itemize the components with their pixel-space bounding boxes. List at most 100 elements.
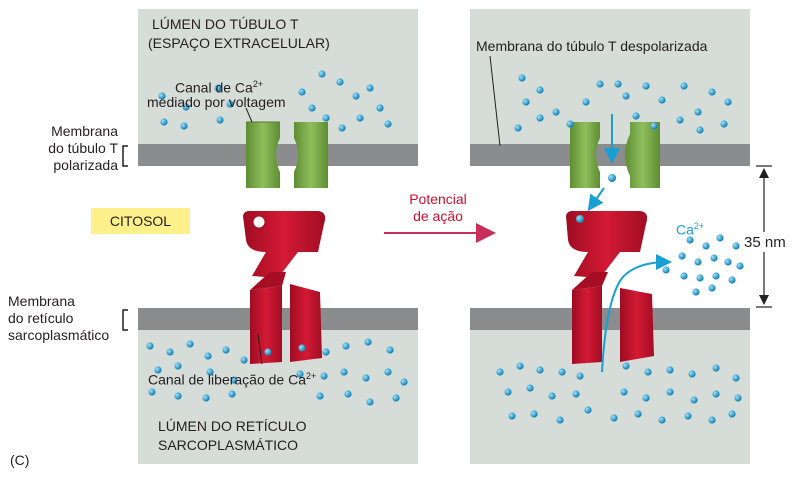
ca-ion bbox=[556, 416, 564, 424]
ca-release-arrow bbox=[601, 254, 672, 373]
ca-ion bbox=[504, 388, 512, 396]
ca-ion-label: Ca2+ bbox=[676, 218, 704, 239]
ca-ion bbox=[666, 366, 674, 374]
ca-ion bbox=[400, 378, 408, 386]
ttubule-membrane-line-1: Membrana bbox=[51, 123, 118, 139]
ca-ion bbox=[318, 70, 326, 78]
ca-ion bbox=[724, 98, 732, 106]
ca-ion bbox=[536, 114, 544, 122]
ca-ion bbox=[508, 412, 516, 420]
ca-ion bbox=[680, 82, 688, 90]
ca-ion bbox=[686, 236, 694, 244]
ca-ion bbox=[340, 368, 348, 376]
ca-ion bbox=[596, 80, 604, 88]
release-channel-label-main: Canal de liberação de Ca bbox=[148, 371, 306, 388]
ca-ion bbox=[338, 124, 346, 132]
ca-ion bbox=[658, 416, 666, 424]
ca-ion bbox=[716, 234, 724, 242]
ca-ion bbox=[572, 390, 580, 398]
left-voltage-channel bbox=[246, 121, 328, 188]
ca-ion bbox=[166, 348, 174, 356]
sr-membrane-label: Membrana do retículo sarcoplasmático bbox=[8, 293, 118, 344]
depolarized-membrane-pointer bbox=[489, 55, 501, 147]
ca-ion bbox=[530, 410, 538, 418]
ca-ion bbox=[650, 122, 658, 130]
ca-ion bbox=[736, 262, 744, 270]
ca-ion bbox=[552, 108, 560, 116]
ca-ion bbox=[204, 352, 212, 360]
ion-field bbox=[146, 70, 744, 424]
ca-ion bbox=[708, 416, 716, 424]
right-ttubule-lumen bbox=[470, 9, 750, 144]
ca-ion bbox=[720, 120, 728, 128]
ca-ion bbox=[548, 392, 556, 400]
ca-ion bbox=[182, 103, 190, 111]
right-voltage-channel bbox=[570, 122, 660, 188]
ca-ion bbox=[680, 272, 688, 280]
ttubule-membrane-label: Membrana do túbulo T polarizada bbox=[6, 123, 118, 174]
right-release-channel bbox=[566, 210, 654, 364]
sr-membrane-line-3: sarcoplasmático bbox=[8, 327, 110, 343]
ca-ion bbox=[536, 86, 544, 94]
ca-ion bbox=[632, 112, 640, 120]
ca-ion bbox=[160, 118, 168, 126]
ca-ion bbox=[228, 390, 236, 398]
ca-ion bbox=[386, 346, 394, 354]
ca-ion bbox=[222, 346, 230, 354]
ca-ion bbox=[658, 96, 666, 104]
ca-ion bbox=[676, 116, 684, 124]
ca-ion bbox=[710, 254, 718, 262]
ca-ion bbox=[712, 390, 720, 398]
ca-ion bbox=[366, 84, 374, 92]
ca-ion bbox=[622, 92, 630, 100]
ca-ion bbox=[240, 356, 248, 364]
ca-ion bbox=[566, 120, 574, 128]
ca-ion bbox=[644, 368, 652, 376]
ca-ion bbox=[558, 368, 566, 376]
ca-ion bbox=[516, 362, 524, 370]
ttubule-membrane-line-3: polarizada bbox=[53, 157, 118, 173]
ca-ion bbox=[728, 276, 736, 284]
ca-ion bbox=[174, 392, 182, 400]
sr-membrane-line-1: Membrana bbox=[8, 293, 75, 309]
ca-ion bbox=[696, 126, 704, 134]
ca-ion bbox=[610, 414, 618, 422]
sr-lumen-title-2: SARCOPLASMÁTICO bbox=[158, 437, 299, 453]
ca-ion bbox=[614, 80, 622, 88]
ca-ion bbox=[702, 242, 710, 250]
ca-ion bbox=[322, 348, 330, 356]
ca-ion bbox=[690, 396, 698, 404]
ca-ion bbox=[712, 272, 720, 280]
ca-ion bbox=[226, 100, 234, 108]
ca-ion bbox=[732, 374, 740, 382]
ca-ion bbox=[342, 342, 350, 350]
ca-ion bbox=[662, 266, 670, 274]
ca-ion bbox=[216, 116, 224, 124]
ca-ion bbox=[320, 372, 328, 380]
ca-ion bbox=[634, 410, 642, 418]
ca-ion bbox=[518, 74, 526, 82]
ca-ion bbox=[576, 372, 584, 380]
ca-ion bbox=[148, 388, 156, 396]
ca-ion bbox=[666, 388, 674, 396]
ca-ion bbox=[158, 92, 166, 100]
ttubule-membrane-bracket bbox=[122, 145, 128, 167]
ca-ion bbox=[384, 368, 392, 376]
ca-ion bbox=[206, 368, 214, 376]
sr-lumen-title-1: LÚMEN DO RETÍCULO bbox=[158, 418, 307, 434]
ca-ion bbox=[214, 84, 222, 92]
ttubule-lumen-title-2: (ESPAÇO EXTRACELULAR) bbox=[148, 35, 330, 51]
ca-ion bbox=[522, 98, 530, 106]
ca-ion bbox=[728, 410, 736, 418]
ca-ion bbox=[364, 338, 372, 346]
depolarized-membrane-label: Membrana do túbulo T despolarizada bbox=[476, 38, 708, 54]
ca-ion-label-sup: 2+ bbox=[693, 221, 705, 231]
voltage-channel-label: Canal de Ca2+ bbox=[175, 76, 263, 97]
ca-ion bbox=[642, 394, 650, 402]
left-release-channel bbox=[243, 210, 326, 364]
ca-ion bbox=[724, 258, 732, 266]
distance-label: 35 nm bbox=[744, 234, 786, 251]
ca-ion bbox=[154, 366, 162, 374]
ca-ion bbox=[536, 366, 544, 374]
